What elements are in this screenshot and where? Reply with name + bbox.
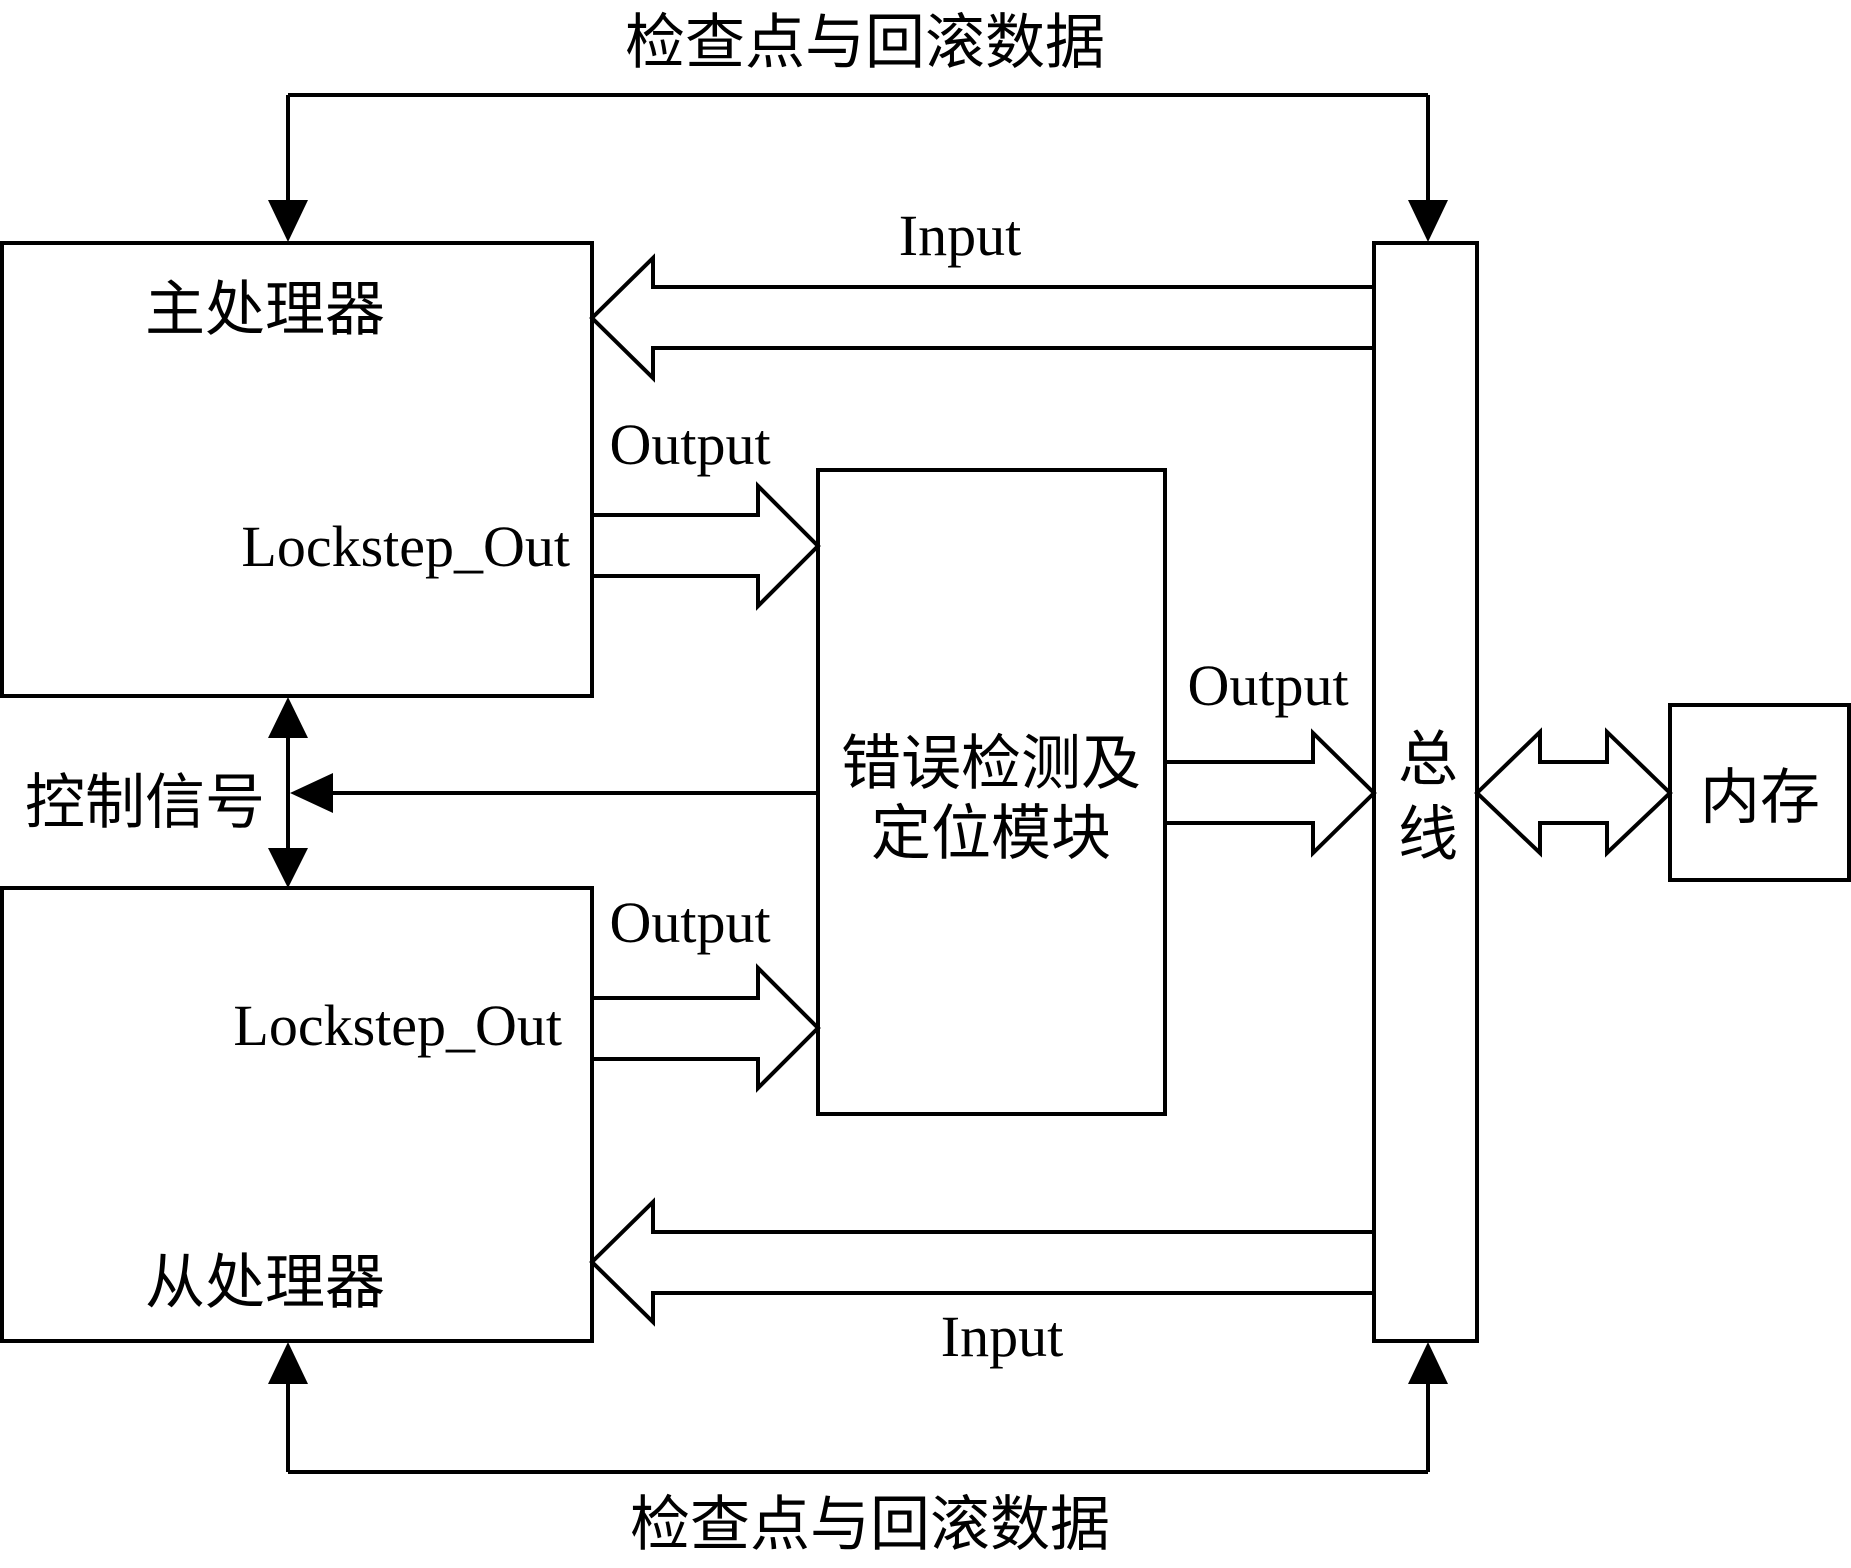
bus-memory-bidirectional-arrow (1474, 727, 1673, 858)
input-label-bottom: Input (941, 1304, 1063, 1369)
error-module-title-line1: 错误检测及 (841, 729, 1141, 799)
control-signal-connector (268, 697, 818, 888)
output-label-master: Output (609, 412, 770, 477)
output-label-slave: Output (609, 890, 770, 955)
error-module-title-line2: 定位模块 (871, 799, 1111, 869)
checkpoint-rollback-label-bottom: 检查点与回滚数据 (630, 1490, 1110, 1560)
arrowhead-to-bus-bottom (1408, 1342, 1448, 1384)
slave-processor-title: 从处理器 (145, 1248, 385, 1318)
input-label-top: Input (899, 203, 1021, 268)
checkpoint-rollback-label-top: 检查点与回滚数据 (625, 8, 1105, 78)
output-arrow-slave-to-module (590, 963, 821, 1093)
input-arrow-to-slave (589, 1197, 1376, 1327)
arrowhead-control-down (268, 848, 308, 888)
output-arrow-master-to-module (590, 481, 821, 611)
output-arrow-module-to-bus (1163, 728, 1377, 858)
arrowhead-to-bus-top (1408, 200, 1448, 242)
slave-lockstep-out-label: Lockstep_Out (233, 993, 562, 1058)
master-lockstep-out-label: Lockstep_Out (241, 514, 570, 579)
slave-processor-box (0, 886, 594, 1343)
master-processor-box (0, 241, 594, 698)
control-signal-label: 控制信号 (25, 768, 265, 838)
arrowhead-to-slave (268, 1342, 308, 1384)
bus-title-line1: 总 (1398, 725, 1458, 795)
checkpoint-rollback-connector-top (268, 93, 1448, 242)
input-arrow-to-master (589, 253, 1376, 383)
arrowhead-control-left (290, 773, 333, 813)
checkpoint-rollback-connector-bottom (268, 1342, 1448, 1474)
output-label-module: Output (1187, 653, 1348, 718)
arrowhead-to-master (268, 200, 308, 242)
master-processor-title: 主处理器 (145, 275, 385, 345)
memory-title: 内存 (1700, 763, 1820, 833)
arrowhead-control-up (268, 697, 308, 738)
bus-title-line2: 线 (1398, 800, 1458, 870)
